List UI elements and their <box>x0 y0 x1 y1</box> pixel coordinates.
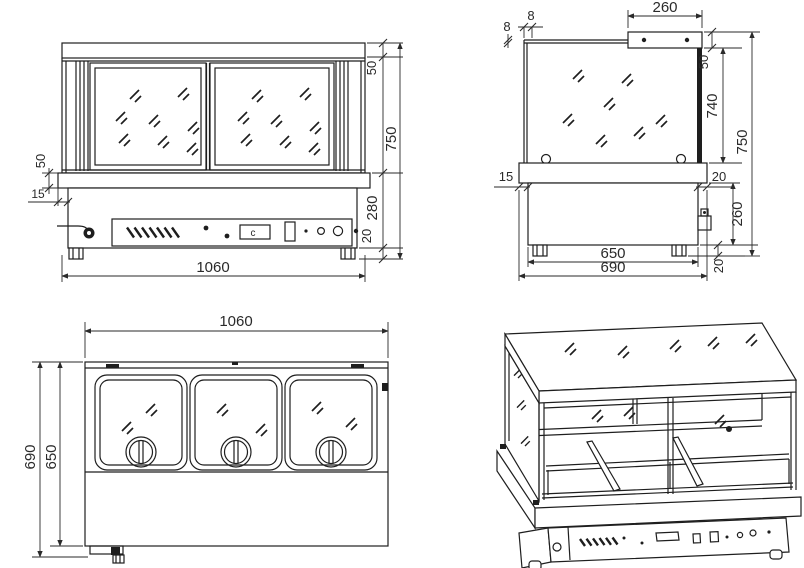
iso-control-panel <box>552 526 771 561</box>
door-roller <box>726 426 732 432</box>
side-back-wall <box>697 48 702 163</box>
side-switch[interactable] <box>700 208 709 217</box>
screw-dot <box>224 233 230 239</box>
pan-lid[interactable] <box>94 374 188 471</box>
front-dimensions: 1060 50 280 20 750 50 15 <box>28 38 403 282</box>
pan-divider <box>586 440 621 492</box>
top-outline <box>84 361 389 547</box>
dim-side-canopy-height: 50 <box>696 55 711 69</box>
front-shelf <box>57 172 371 189</box>
dim-front-canopy: 50 <box>364 61 379 75</box>
control-knob[interactable] <box>332 225 344 237</box>
front-right-door-frame <box>335 61 349 171</box>
pan-lid[interactable] <box>189 374 283 471</box>
side-shelf <box>518 162 708 184</box>
dim-side-body-width: 650 <box>600 245 625 262</box>
side-switch-box[interactable] <box>697 215 712 231</box>
rocker-switch[interactable] <box>709 530 720 543</box>
side-back-foot <box>671 244 687 257</box>
temperature-display[interactable] <box>239 224 271 240</box>
dim-side-feet-height: 20 <box>711 259 726 273</box>
vent-slots-icon <box>579 536 619 547</box>
top-cord-outlet <box>89 545 125 564</box>
dim-front-shelf-offset: 15 <box>31 187 45 201</box>
door-roller <box>540 153 552 165</box>
display-glyph: c <box>251 228 256 239</box>
screw-dot <box>684 37 690 43</box>
door-roller <box>675 153 687 165</box>
indicator-dot <box>304 229 308 233</box>
isometric-view <box>496 322 802 568</box>
dim-front-width: 1060 <box>196 259 229 276</box>
dim-top-total-depth: 690 <box>22 444 39 469</box>
dim-front-feet: 20 <box>359 229 374 243</box>
front-view: c 1060 50 280 20 750 50 15 <box>28 38 403 282</box>
latch-mark <box>382 383 388 391</box>
dim-side-front-overhang: 15 <box>499 169 513 184</box>
indicator-lamp[interactable] <box>736 531 744 539</box>
iso-right-foot <box>769 549 783 560</box>
top-dimensions: 1060 650 690 <box>22 313 389 558</box>
screw-dot <box>203 225 209 231</box>
side-glass-hatches <box>562 69 668 148</box>
front-glass-hatches <box>115 87 322 156</box>
iso-glass-top <box>503 322 798 392</box>
dim-front-total-height: 750 <box>383 126 400 151</box>
dim-side-glass-thickness: 8 <box>503 19 510 34</box>
hinge-mark <box>351 364 364 368</box>
indicator-lamp[interactable] <box>317 227 326 236</box>
temperature-display[interactable] <box>655 531 680 542</box>
front-base-body <box>67 187 358 249</box>
dim-side-glass-height: 740 <box>704 93 721 118</box>
side-view: 260 8 8 15 20 50 740 260 20 750 650 <box>494 0 760 281</box>
hinge-mark <box>106 364 119 368</box>
front-left-foot <box>68 247 84 260</box>
iso-shelf-front <box>534 496 802 529</box>
pan-divider <box>672 436 704 487</box>
iso-left-foot <box>528 560 542 568</box>
front-left-door-frame <box>75 61 89 171</box>
front-control-panel: c <box>57 218 359 247</box>
side-front-foot <box>532 244 548 257</box>
indicator-dot <box>353 228 359 234</box>
rocker-switch[interactable] <box>284 221 296 242</box>
side-canopy <box>627 31 703 49</box>
cord-grommet <box>552 542 562 552</box>
dim-side-glass-setback: 8 <box>527 8 534 23</box>
dim-front-base-height: 280 <box>364 195 381 220</box>
control-knob[interactable] <box>749 529 757 537</box>
hinge-mark <box>232 362 238 365</box>
front-sliding-door-left <box>89 62 207 171</box>
dim-side-body-height: 260 <box>729 201 746 226</box>
screw-dot <box>641 37 647 43</box>
dim-front-shelf-height: 50 <box>33 154 48 168</box>
pan-lid[interactable] <box>284 374 378 471</box>
side-dimensions: 260 8 8 15 20 50 740 260 20 750 650 <box>494 0 760 281</box>
front-canopy <box>61 42 366 59</box>
dim-top-body-depth: 650 <box>43 444 60 469</box>
top-pans <box>94 374 378 471</box>
dim-side-rear-overhang: 20 <box>712 169 726 184</box>
side-base-body <box>527 182 699 246</box>
top-view: 1060 650 690 <box>22 313 389 564</box>
dim-side-total-width: 690 <box>600 259 625 276</box>
front-right-foot <box>340 247 356 260</box>
rocker-switch[interactable] <box>692 533 702 544</box>
vent-slots-icon <box>126 226 180 239</box>
dim-top-width: 1060 <box>219 313 252 330</box>
dim-side-total-height: 750 <box>734 129 751 154</box>
dim-side-canopy-width: 260 <box>652 0 677 16</box>
